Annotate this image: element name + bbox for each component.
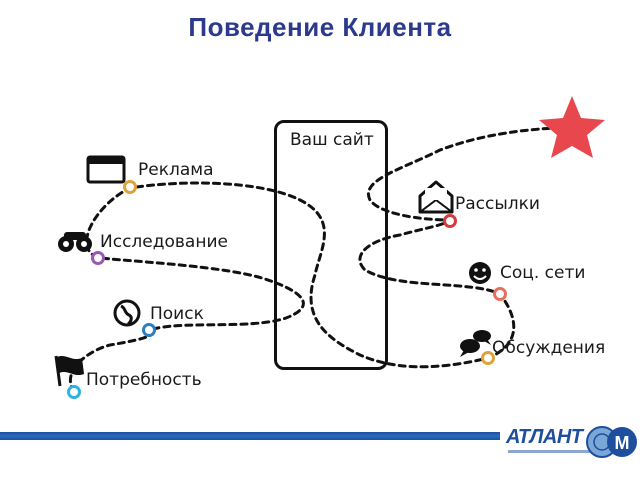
page-title: Поведение Клиента	[188, 12, 452, 42]
label-soc-seti: Соц. сети	[500, 263, 586, 283]
label-poisk: Поиск	[150, 304, 204, 324]
label-reklama: Реклама	[138, 160, 214, 180]
logo-text: АТЛАНТ	[506, 426, 583, 448]
dot-obsuzhdeniya	[481, 351, 495, 365]
atlant-logo: АТЛАНТ М	[506, 422, 638, 462]
flag-icon	[54, 355, 84, 387]
your-site-label: Ваш сайт	[290, 130, 374, 150]
dot-poisk	[142, 323, 156, 337]
logo-underline	[508, 450, 592, 453]
label-potrebnost: Потребность	[86, 370, 202, 390]
logo-emblem-icon: М	[586, 426, 637, 458]
your-site-box	[274, 120, 388, 370]
dot-issledovanie	[91, 251, 105, 265]
goal-star-icon	[539, 96, 605, 158]
binoculars-icon	[58, 232, 92, 252]
label-rassylki: Рассылки	[455, 194, 540, 214]
dot-potrebnost	[67, 385, 81, 399]
dot-rassylki	[443, 214, 457, 228]
logo-letter: М	[615, 433, 630, 453]
globe-icon	[113, 299, 141, 327]
label-obsuzhdeniya: Обсуждения	[492, 338, 606, 358]
smiley-icon	[469, 262, 491, 284]
envelope-icon	[418, 180, 454, 214]
dot-soc-seti	[493, 287, 507, 301]
dot-reklama	[123, 180, 137, 194]
label-issledovanie: Исследование	[100, 232, 228, 252]
footer-bar	[0, 432, 500, 440]
speech-bubbles-icon	[460, 330, 491, 357]
browser-window-icon	[86, 155, 126, 184]
